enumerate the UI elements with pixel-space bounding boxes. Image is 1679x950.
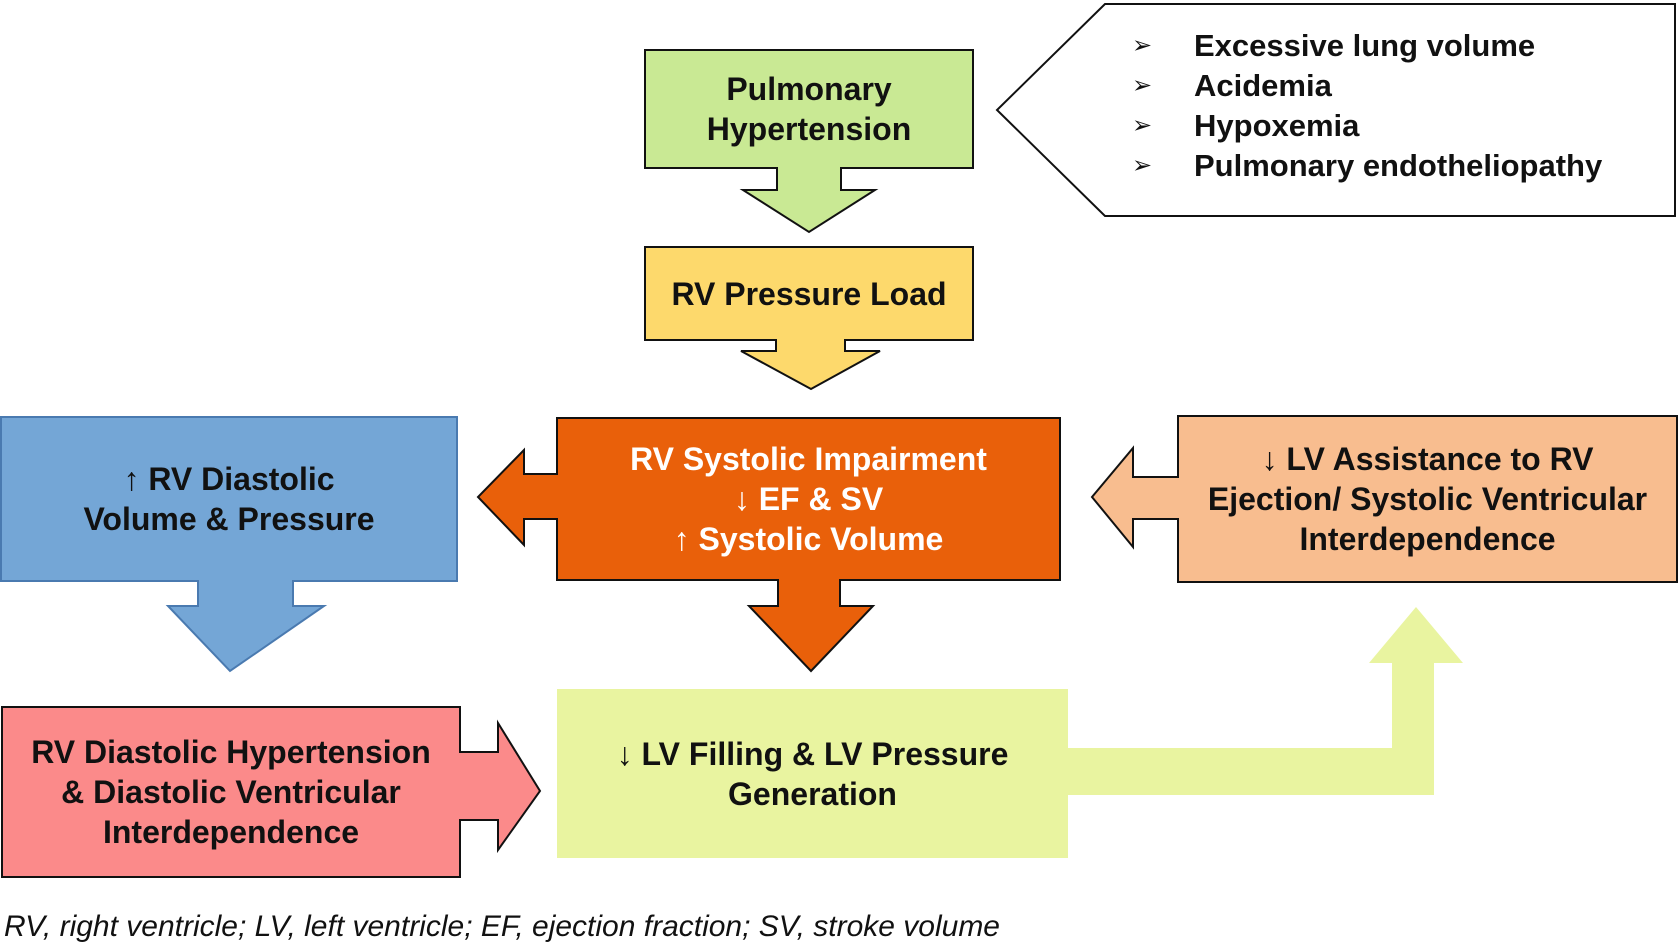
cause-item: ➢ Hypoxemia xyxy=(1132,106,1602,146)
causes-callout-shape xyxy=(995,3,1676,217)
cause-text: Excessive lung volume xyxy=(1194,28,1536,63)
cause-item: ➢ Pulmonary endotheliopathy xyxy=(1132,146,1602,186)
arrowhead-bullet-icon: ➢ xyxy=(1132,112,1153,139)
cause-item: ➢ Excessive lung volume xyxy=(1132,26,1602,66)
lv-filling-shape xyxy=(557,607,1463,858)
arrowhead-bullet-icon: ➢ xyxy=(1132,152,1153,179)
cause-item: ➢ Acidemia xyxy=(1132,66,1602,106)
rv-diastolic-volume-shape xyxy=(0,416,458,673)
rv-pressure-load-shape xyxy=(644,246,974,391)
cause-text: Acidemia xyxy=(1194,68,1332,103)
causes-list: ➢ Excessive lung volume ➢ Acidemia ➢ Hyp… xyxy=(1132,26,1602,186)
rv-systolic-impairment-shape xyxy=(476,417,1061,673)
cause-text: Hypoxemia xyxy=(1194,108,1360,143)
arrowhead-bullet-icon: ➢ xyxy=(1132,32,1153,59)
abbreviations-caption: RV, right ventricle; LV, left ventricle;… xyxy=(4,910,1000,943)
cause-text: Pulmonary endotheliopathy xyxy=(1194,148,1603,183)
lv-assistance-shape xyxy=(1090,415,1678,583)
rv-diastolic-hypertension-shape xyxy=(1,706,542,878)
arrowhead-bullet-icon: ➢ xyxy=(1132,72,1153,99)
pulmonary-hypertension-shape xyxy=(644,49,974,234)
